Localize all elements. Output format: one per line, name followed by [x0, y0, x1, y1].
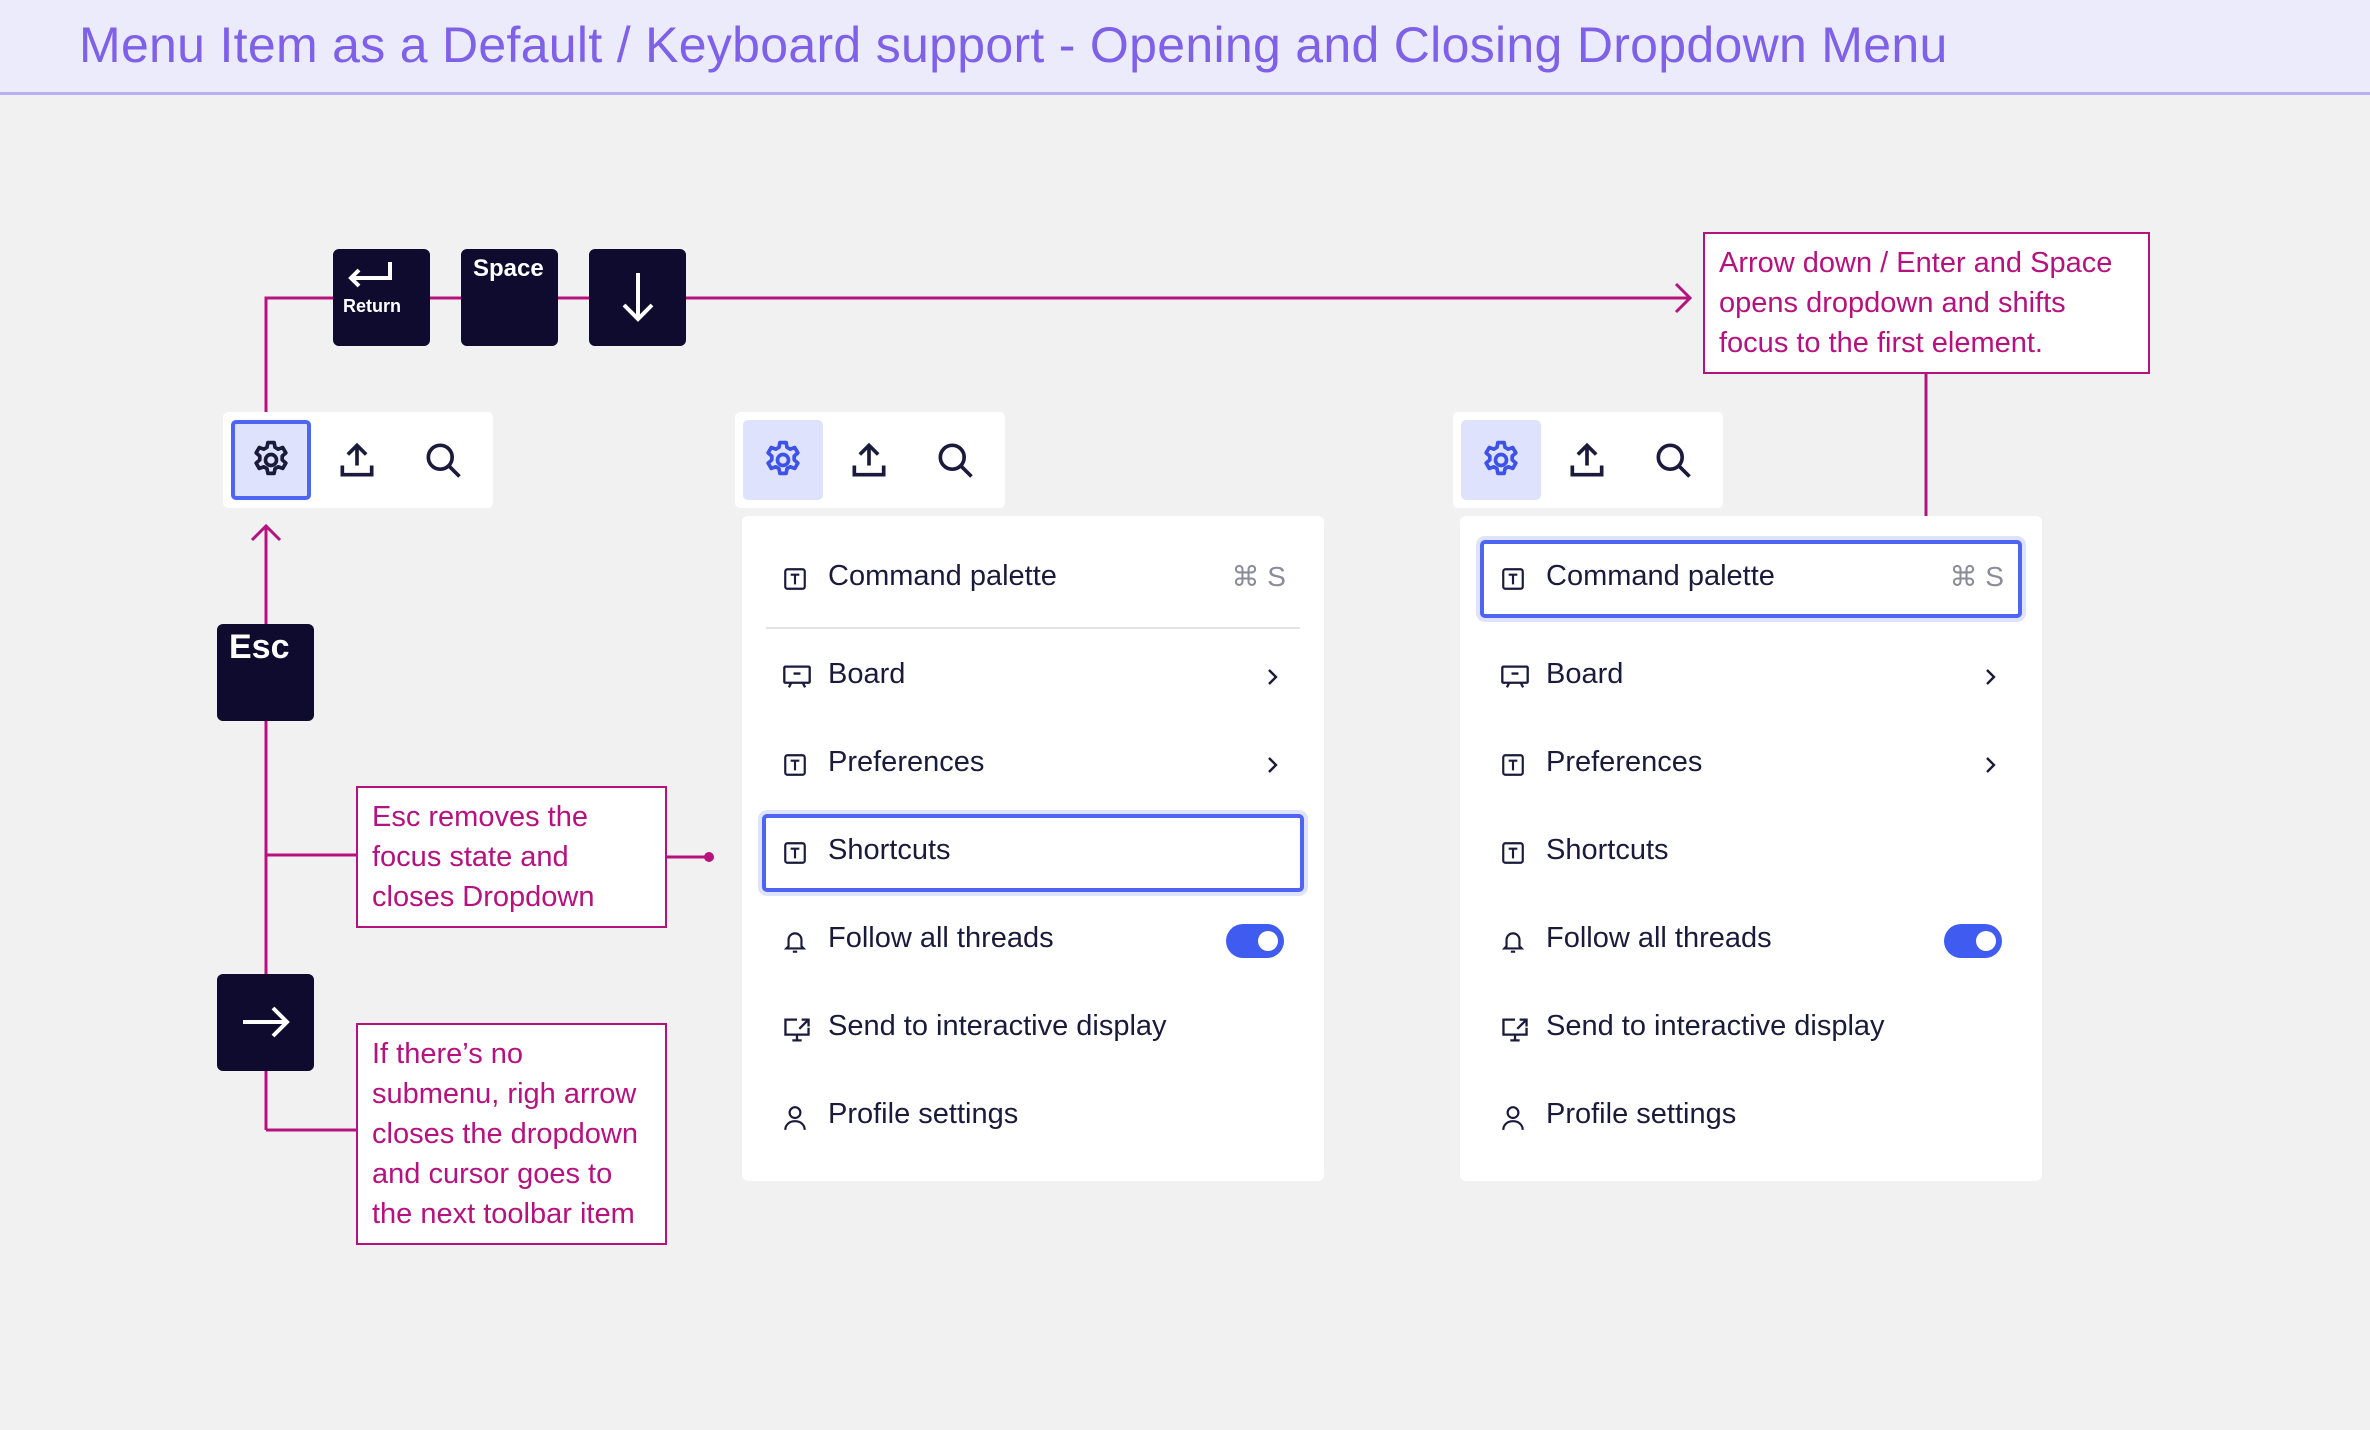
chevron-right-icon [1268, 757, 1278, 773]
menu-item-preferences[interactable]: Preferences [1480, 726, 2022, 804]
dropdown-menu-shortcuts-focused: Command palette ⌘ S Board Preferences Sh… [742, 516, 1324, 1181]
menu-item-label: Preferences [828, 746, 985, 778]
toolbar-default [223, 412, 493, 508]
arrow-right-key [217, 974, 314, 1071]
shortcut-hint: ⌘ S [1949, 561, 2004, 592]
esc-key-label: Esc [229, 628, 290, 666]
menu-item-send-to-display[interactable]: Send to interactive display [1480, 990, 2022, 1068]
menu-item-label: Preferences [1546, 746, 1703, 778]
text-box-icon [784, 754, 806, 776]
external-display-icon [1502, 1018, 1528, 1042]
menu-item-label: Follow all threads [1546, 922, 1772, 954]
page-title: Menu Item as a Default / Keyboard suppor… [79, 17, 1948, 73]
menu-divider [766, 627, 1300, 629]
menu-item-label: Command palette [1546, 560, 1775, 592]
space-key: Space [461, 249, 558, 346]
connector-up-arrowhead [250, 523, 282, 542]
return-key-label: Return [343, 296, 401, 316]
menu-item-follow-all-threads[interactable]: Follow all threads [762, 902, 1304, 980]
connector-dot-menu [704, 852, 714, 862]
chevron-right-icon [1986, 757, 1996, 773]
menu-item-profile-settings[interactable]: Profile settings [1480, 1078, 2022, 1156]
toggle-knob [1976, 931, 1996, 951]
user-icon [1502, 1106, 1524, 1130]
bell-icon [1501, 932, 1525, 953]
text-box-icon [784, 568, 806, 590]
dropdown-menu-first-focused: Command palette ⌘ S Board Preferences Sh… [1460, 516, 2042, 1181]
return-key: Return [333, 249, 430, 346]
menu-item-profile-settings[interactable]: Profile settings [762, 1078, 1304, 1156]
chevron-right-icon [1986, 669, 1996, 685]
annotation-esc: Esc removes the focus state and closes D… [356, 786, 667, 928]
text-box-icon [1502, 754, 1524, 776]
menu-item-command-palette[interactable]: Command palette ⌘ S [762, 540, 1304, 618]
menu-item-follow-all-threads[interactable]: Follow all threads [1480, 902, 2022, 980]
upload-icon [852, 442, 886, 477]
menu-item-command-palette[interactable]: Command palette ⌘ S [1480, 540, 2022, 618]
search-button[interactable] [915, 420, 995, 500]
toolbar-open-focused [1453, 412, 1723, 508]
menu-item-send-to-display[interactable]: Send to interactive display [762, 990, 1304, 1068]
menu-item-label: Board [1546, 658, 1624, 690]
upload-icon [340, 442, 374, 477]
search-icon [426, 443, 461, 478]
chevron-right-icon [1268, 669, 1278, 685]
user-icon [784, 1106, 806, 1130]
annotation-open: Arrow down / Enter and Space opens dropd… [1703, 232, 2150, 374]
upload-icon [1570, 442, 1604, 477]
settings-button[interactable] [743, 420, 823, 500]
menu-item-label: Send to interactive display [828, 1010, 1167, 1042]
text-box-icon [1502, 842, 1524, 864]
follow-threads-toggle[interactable] [1226, 924, 1284, 958]
menu-item-label: Send to interactive display [1546, 1010, 1885, 1042]
search-button[interactable] [1633, 420, 1713, 500]
menu-item-label: Profile settings [828, 1098, 1019, 1130]
menu-item-label: Shortcuts [1546, 834, 1669, 866]
connector-open-arrowhead [1674, 282, 1693, 314]
external-display-icon [784, 1018, 810, 1042]
gear-icon [254, 440, 288, 476]
arrow-down-key [589, 249, 686, 346]
gear-icon [1484, 440, 1518, 476]
settings-button[interactable] [1461, 420, 1541, 500]
esc-key: Esc [217, 624, 314, 721]
shortcut-hint: ⌘ S [1231, 561, 1286, 592]
connector-open-arrow [264, 296, 1690, 413]
gear-icon [766, 440, 800, 476]
menu-item-label: Board [828, 658, 906, 690]
upload-button[interactable] [317, 420, 397, 500]
upload-button[interactable] [1547, 420, 1627, 500]
search-icon [938, 443, 973, 478]
text-box-icon [1502, 568, 1524, 590]
annotation-right-arrow: If there’s no submenu, righ arrow closes… [356, 1023, 667, 1245]
board-icon [783, 665, 811, 688]
return-arrow-icon [348, 262, 392, 288]
space-key-label: Space [473, 255, 544, 282]
menu-item-label: Follow all threads [828, 922, 1054, 954]
settings-button[interactable] [231, 420, 311, 500]
text-box-icon [784, 842, 806, 864]
arrow-right-icon [243, 1006, 290, 1038]
board-icon [1501, 665, 1529, 688]
search-button[interactable] [403, 420, 483, 500]
menu-item-preferences[interactable]: Preferences [762, 726, 1304, 804]
menu-item-board[interactable]: Board [762, 638, 1304, 716]
upload-button[interactable] [829, 420, 909, 500]
toggle-knob [1258, 931, 1278, 951]
menu-item-board[interactable]: Board [1480, 638, 2022, 716]
search-icon [1656, 443, 1691, 478]
arrow-down-icon [622, 273, 654, 322]
menu-item-shortcuts[interactable]: Shortcuts [762, 814, 1304, 892]
follow-threads-toggle[interactable] [1944, 924, 2002, 958]
bell-icon [783, 932, 807, 953]
page-header: Menu Item as a Default / Keyboard suppor… [0, 0, 2370, 95]
menu-item-label: Profile settings [1546, 1098, 1737, 1130]
toolbar-open [735, 412, 1005, 508]
menu-item-label: Command palette [828, 560, 1057, 592]
menu-item-label: Shortcuts [828, 834, 951, 866]
menu-item-shortcuts[interactable]: Shortcuts [1480, 814, 2022, 892]
